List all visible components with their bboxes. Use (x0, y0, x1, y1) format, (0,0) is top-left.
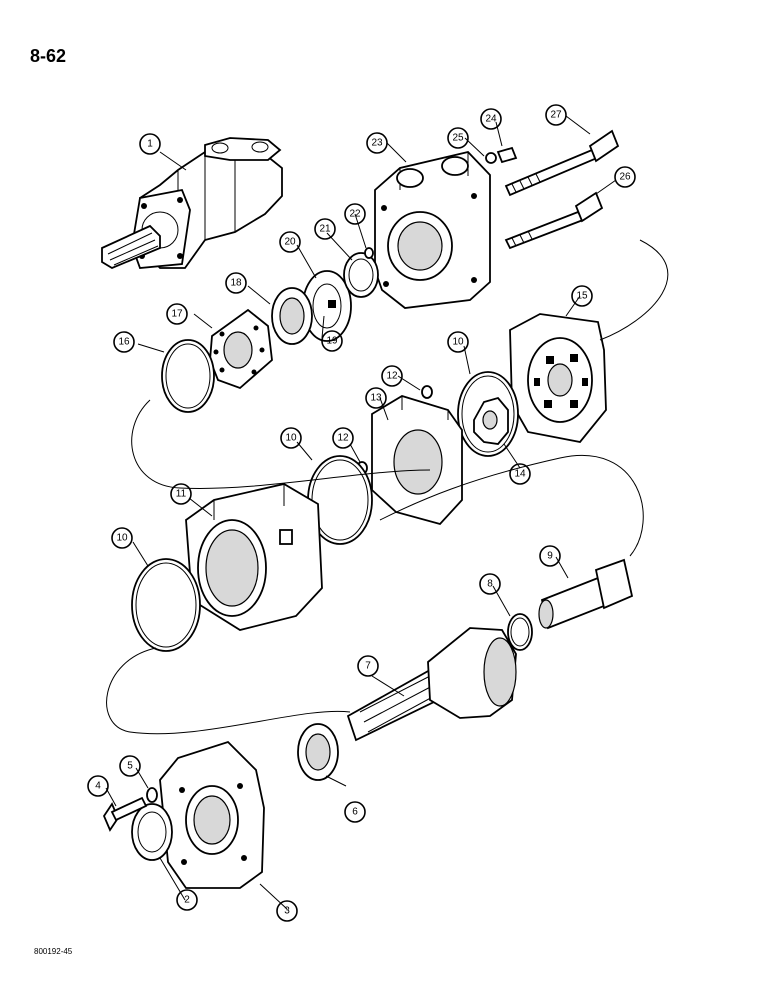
callout-22: 22 (344, 203, 366, 225)
part-wear-plate-15 (509, 313, 607, 443)
part-plug (485, 146, 518, 164)
callout-label-6: 6 (352, 807, 358, 818)
callout-label-7: 7 (365, 661, 371, 672)
part-manifold-plate (371, 395, 463, 526)
callout-11: 11 (170, 483, 192, 505)
callout-label-19: 19 (326, 336, 338, 347)
part-dust-seal (131, 803, 173, 861)
part-mounting-flange (159, 740, 265, 889)
callout-label-9: 9 (547, 551, 553, 562)
callout-label-2: 2 (184, 895, 190, 906)
callout-12-upper: 12 (381, 365, 403, 387)
part-check-ball-12-upper (421, 385, 433, 399)
callout-19: 19 (321, 330, 343, 352)
callout-label-23: 23 (371, 138, 383, 149)
callout-20: 20 (279, 231, 301, 253)
callout-17: 17 (166, 303, 188, 325)
callout-label-3: 3 (284, 906, 290, 917)
callout-26: 26 (614, 166, 636, 188)
assembly-guide-line-lower (106, 455, 644, 735)
callout-8: 8 (479, 573, 501, 595)
part-o-ring-8 (507, 613, 533, 651)
part-bolt-long-27 (504, 129, 620, 197)
callout-23: 23 (366, 132, 388, 154)
page-number: 8-62 (30, 46, 67, 66)
callout-12-lower: 12 (332, 427, 354, 449)
callout-27: 27 (545, 104, 567, 126)
callout-10-upper: 10 (447, 331, 469, 353)
callout-label-10-upper: 10 (452, 337, 464, 348)
callout-label-10-middle: 10 (285, 433, 297, 444)
part-gerotor-housing (185, 483, 323, 631)
part-output-shaft (346, 627, 517, 742)
part-shaft-seal (297, 723, 339, 781)
part-end-cap (374, 151, 491, 309)
callout-25: 25 (447, 127, 469, 149)
callout-label-15: 15 (576, 291, 588, 302)
callout-label-14: 14 (514, 469, 526, 480)
callout-label-22: 22 (349, 209, 361, 220)
callout-label-12-upper: 12 (386, 371, 398, 382)
callout-16: 16 (113, 331, 135, 353)
callout-10-lower: 10 (111, 527, 133, 549)
figure-code: 800192-45 (34, 947, 73, 956)
callout-label-8: 8 (487, 579, 493, 590)
callout-13: 13 (365, 387, 387, 409)
part-small-ring-22 (364, 247, 374, 259)
callout-label-13: 13 (370, 393, 382, 404)
callout-24: 24 (480, 108, 502, 130)
callout-10-middle: 10 (280, 427, 302, 449)
callout-label-26: 26 (619, 172, 631, 183)
callout-label-24: 24 (485, 114, 497, 125)
callout-9: 9 (539, 545, 561, 567)
callout-label-21: 21 (319, 224, 331, 235)
callout-label-25: 25 (452, 133, 464, 144)
part-drive-link (538, 558, 634, 630)
callout-15: 15 (571, 285, 593, 307)
part-bolt-long-26 (504, 191, 604, 250)
callout-label-16: 16 (118, 337, 130, 348)
callout-1: 1 (139, 133, 161, 155)
callout-label-12-lower: 12 (337, 433, 349, 444)
callout-4: 4 (87, 775, 109, 797)
callout-label-11: 11 (176, 489, 187, 500)
part-gerotor-star (473, 396, 509, 445)
callout-5: 5 (119, 755, 141, 777)
part-seal-ring-21 (343, 252, 379, 298)
callout-label-4: 4 (95, 781, 101, 792)
callout-14: 14 (509, 463, 531, 485)
assembly-guide-line-upper (131, 239, 669, 489)
callout-label-27: 27 (550, 110, 562, 121)
part-capscrew (102, 796, 148, 832)
callout-6: 6 (344, 801, 366, 823)
part-o-ring-10-lower (131, 558, 201, 652)
callout-label-17: 17 (171, 309, 183, 320)
callout-21: 21 (314, 218, 336, 240)
callout-7: 7 (357, 655, 379, 677)
leader-lines (105, 115, 617, 910)
callout-2: 2 (176, 889, 198, 911)
callout-label-5: 5 (127, 761, 133, 772)
callout-label-18: 18 (230, 278, 242, 289)
callout-label-10-lower: 10 (116, 533, 128, 544)
callout-3: 3 (276, 900, 298, 922)
part-motor-assembly (101, 137, 283, 270)
part-bearing (271, 287, 313, 345)
callout-label-1: 1 (147, 139, 153, 150)
part-valve-plate (209, 308, 273, 390)
part-lockwasher (146, 787, 158, 803)
callout-18: 18 (225, 272, 247, 294)
callout-label-20: 20 (284, 237, 296, 248)
part-o-ring-16 (161, 339, 215, 413)
